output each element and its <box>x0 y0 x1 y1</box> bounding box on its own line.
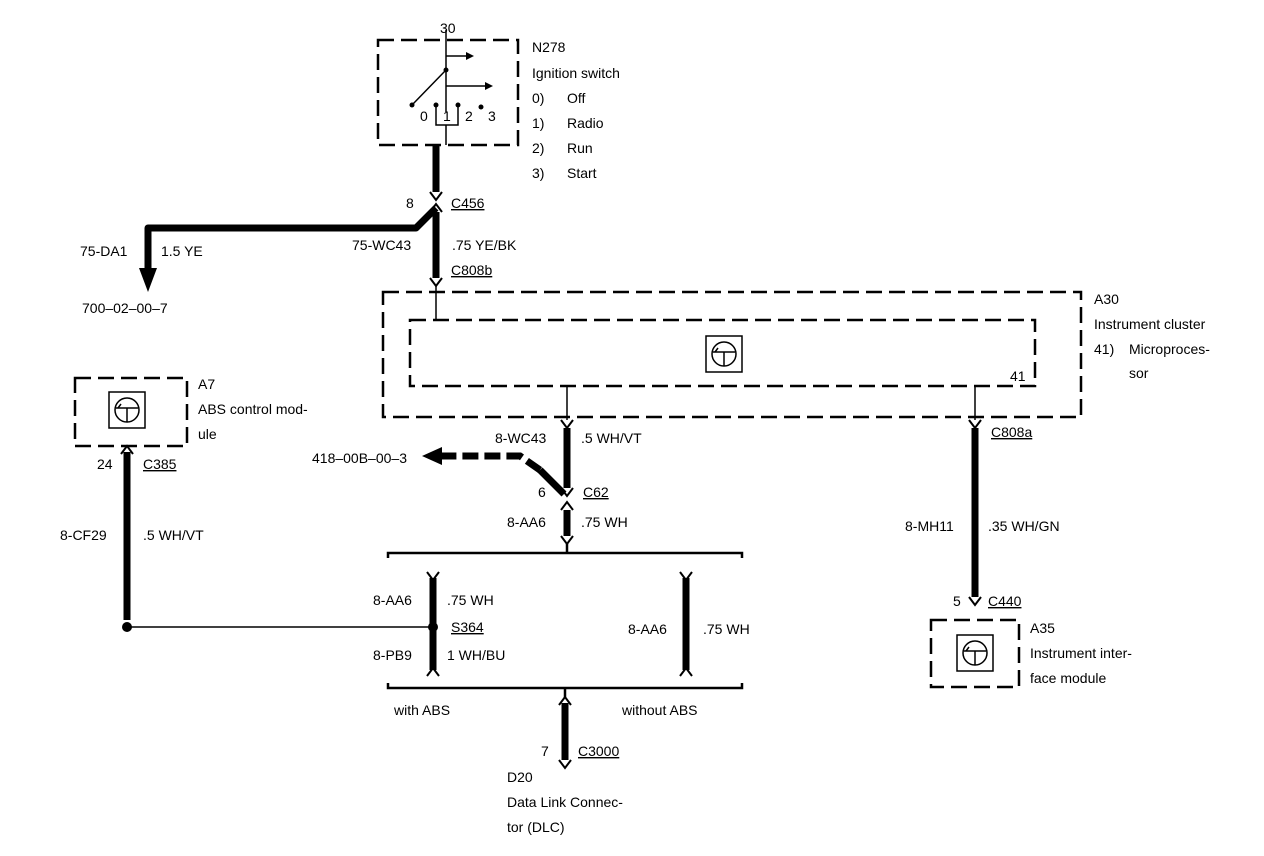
ref-700: 700–02–00–7 <box>82 300 168 316</box>
wire-aa6-main-circuit: 8-AA6 <box>507 514 546 530</box>
wire-da1-spec: 1.5 YE <box>161 243 203 259</box>
wire-ignition-to-cluster <box>139 145 443 320</box>
ignition-position-1: 1 <box>443 108 451 124</box>
microprocessor-box <box>408 318 1037 388</box>
c62-connector: C62 <box>583 484 609 500</box>
dlc-name-2: tor (DLC) <box>507 819 565 835</box>
abs-module-icon <box>108 391 146 429</box>
wire-cf29-circuit: 8-CF29 <box>60 527 107 543</box>
ignition-state-0-label: Off <box>567 90 586 106</box>
c808b-connector: C808b <box>451 262 492 278</box>
ignition-state-3-num: 3) <box>532 165 544 181</box>
ignition-state-0-num: 0) <box>532 90 544 106</box>
wire-abs-to-s364 <box>120 444 433 632</box>
c456-pin: 8 <box>406 195 414 211</box>
s364-splice: S364 <box>451 619 484 635</box>
wire-aa6-abs-spec: .75 WH <box>447 592 494 608</box>
c62-pin: 6 <box>538 484 546 500</box>
wire-wc43-lower-spec: .5 WH/VT <box>581 430 642 446</box>
wire-wc43-upper-spec: .75 YE/BK <box>452 237 517 253</box>
wire-with-abs <box>426 571 440 677</box>
c456-connector: C456 <box>451 195 485 211</box>
ignition-state-2-num: 2) <box>532 140 544 156</box>
variant-brace-top <box>386 544 744 558</box>
abs-control-module <box>73 376 189 448</box>
wire-mh11-circuit: 8-MH11 <box>905 518 954 534</box>
c808a-connector: C808a <box>991 424 1032 440</box>
c385-pin: 24 <box>97 456 113 472</box>
wire-da1-circuit: 75-DA1 <box>80 243 128 259</box>
wire-aa6-noabs-circuit: 8-AA6 <box>628 621 667 637</box>
instrument-cluster-code: A30 <box>1094 291 1119 307</box>
ignition-state-1-label: Radio <box>567 115 604 131</box>
microprocessor-name-1: Microproces- <box>1129 341 1210 357</box>
c3000-pin: 7 <box>541 743 549 759</box>
instrument-interface-module <box>929 618 1021 689</box>
variant-without-abs: without ABS <box>621 702 698 718</box>
ignition-position-2: 2 <box>465 108 473 124</box>
microprocessor-module-icon <box>705 335 743 373</box>
wire-wc43-lower-circuit: 8-WC43 <box>495 430 547 446</box>
ignition-switch-box <box>376 38 520 147</box>
wire-mh11-spec: .35 WH/GN <box>988 518 1060 534</box>
abs-module-box <box>73 376 189 448</box>
microprocessor-name-2: sor <box>1129 365 1149 381</box>
wire-aa6-noabs-spec: .75 WH <box>703 621 750 637</box>
interface-module-code: A35 <box>1030 620 1055 636</box>
interface-module-box <box>929 618 1021 689</box>
ignition-position-0: 0 <box>420 108 428 124</box>
wire-cluster-to-interface <box>968 386 982 607</box>
wire-without-abs <box>679 571 693 677</box>
wire-cluster-to-c62 <box>422 386 574 546</box>
c440-connector: C440 <box>988 593 1022 609</box>
abs-module-name-2: ule <box>198 426 217 442</box>
ignition-switch: 30 0 1 2 3 N278 Ignition switch 0) Off 1… <box>376 20 620 181</box>
wire-aa6-main-spec: .75 WH <box>581 514 628 530</box>
wire-pb9-circuit: 8-PB9 <box>373 647 412 663</box>
interface-module-name-1: Instrument inter- <box>1030 645 1132 661</box>
interface-module-name-2: face module <box>1030 670 1106 686</box>
ignition-state-2-label: Run <box>567 140 593 156</box>
c385-connector: C385 <box>143 456 177 472</box>
wire-cf29-spec: .5 WH/VT <box>143 527 204 543</box>
wire-wc43-upper-circuit: 75-WC43 <box>352 237 411 253</box>
c440-pin: 5 <box>953 593 961 609</box>
instrument-cluster-name: Instrument cluster <box>1094 316 1206 332</box>
ignition-state-3-label: Start <box>567 165 597 181</box>
instrument-cluster-box <box>381 290 1083 419</box>
ignition-switch-contacts <box>409 30 493 145</box>
abs-module-name-1: ABS control mod- <box>198 401 308 417</box>
ignition-switch-code: N278 <box>532 39 566 55</box>
ref-418: 418–00B–00–3 <box>312 450 407 466</box>
ignition-pin-30: 30 <box>440 20 456 36</box>
wire-pb9-spec: 1 WH/BU <box>447 647 505 663</box>
wire-to-dlc <box>558 695 572 770</box>
dlc-code: D20 <box>507 769 533 785</box>
wire-aa6-abs-circuit: 8-AA6 <box>373 592 412 608</box>
variant-with-abs: with ABS <box>393 702 450 718</box>
abs-module-code: A7 <box>198 376 215 392</box>
instrument-cluster: 41 <box>381 290 1083 419</box>
interface-module-icon <box>956 634 994 672</box>
ignition-switch-name: Ignition switch <box>532 65 620 81</box>
ignition-position-3: 3 <box>488 108 496 124</box>
microprocessor-pin: 41 <box>1010 368 1026 384</box>
ignition-state-1-num: 1) <box>532 115 544 131</box>
dlc-name-1: Data Link Connec- <box>507 794 623 810</box>
microprocessor-num: 41) <box>1094 341 1114 357</box>
c3000-connector: C3000 <box>578 743 619 759</box>
